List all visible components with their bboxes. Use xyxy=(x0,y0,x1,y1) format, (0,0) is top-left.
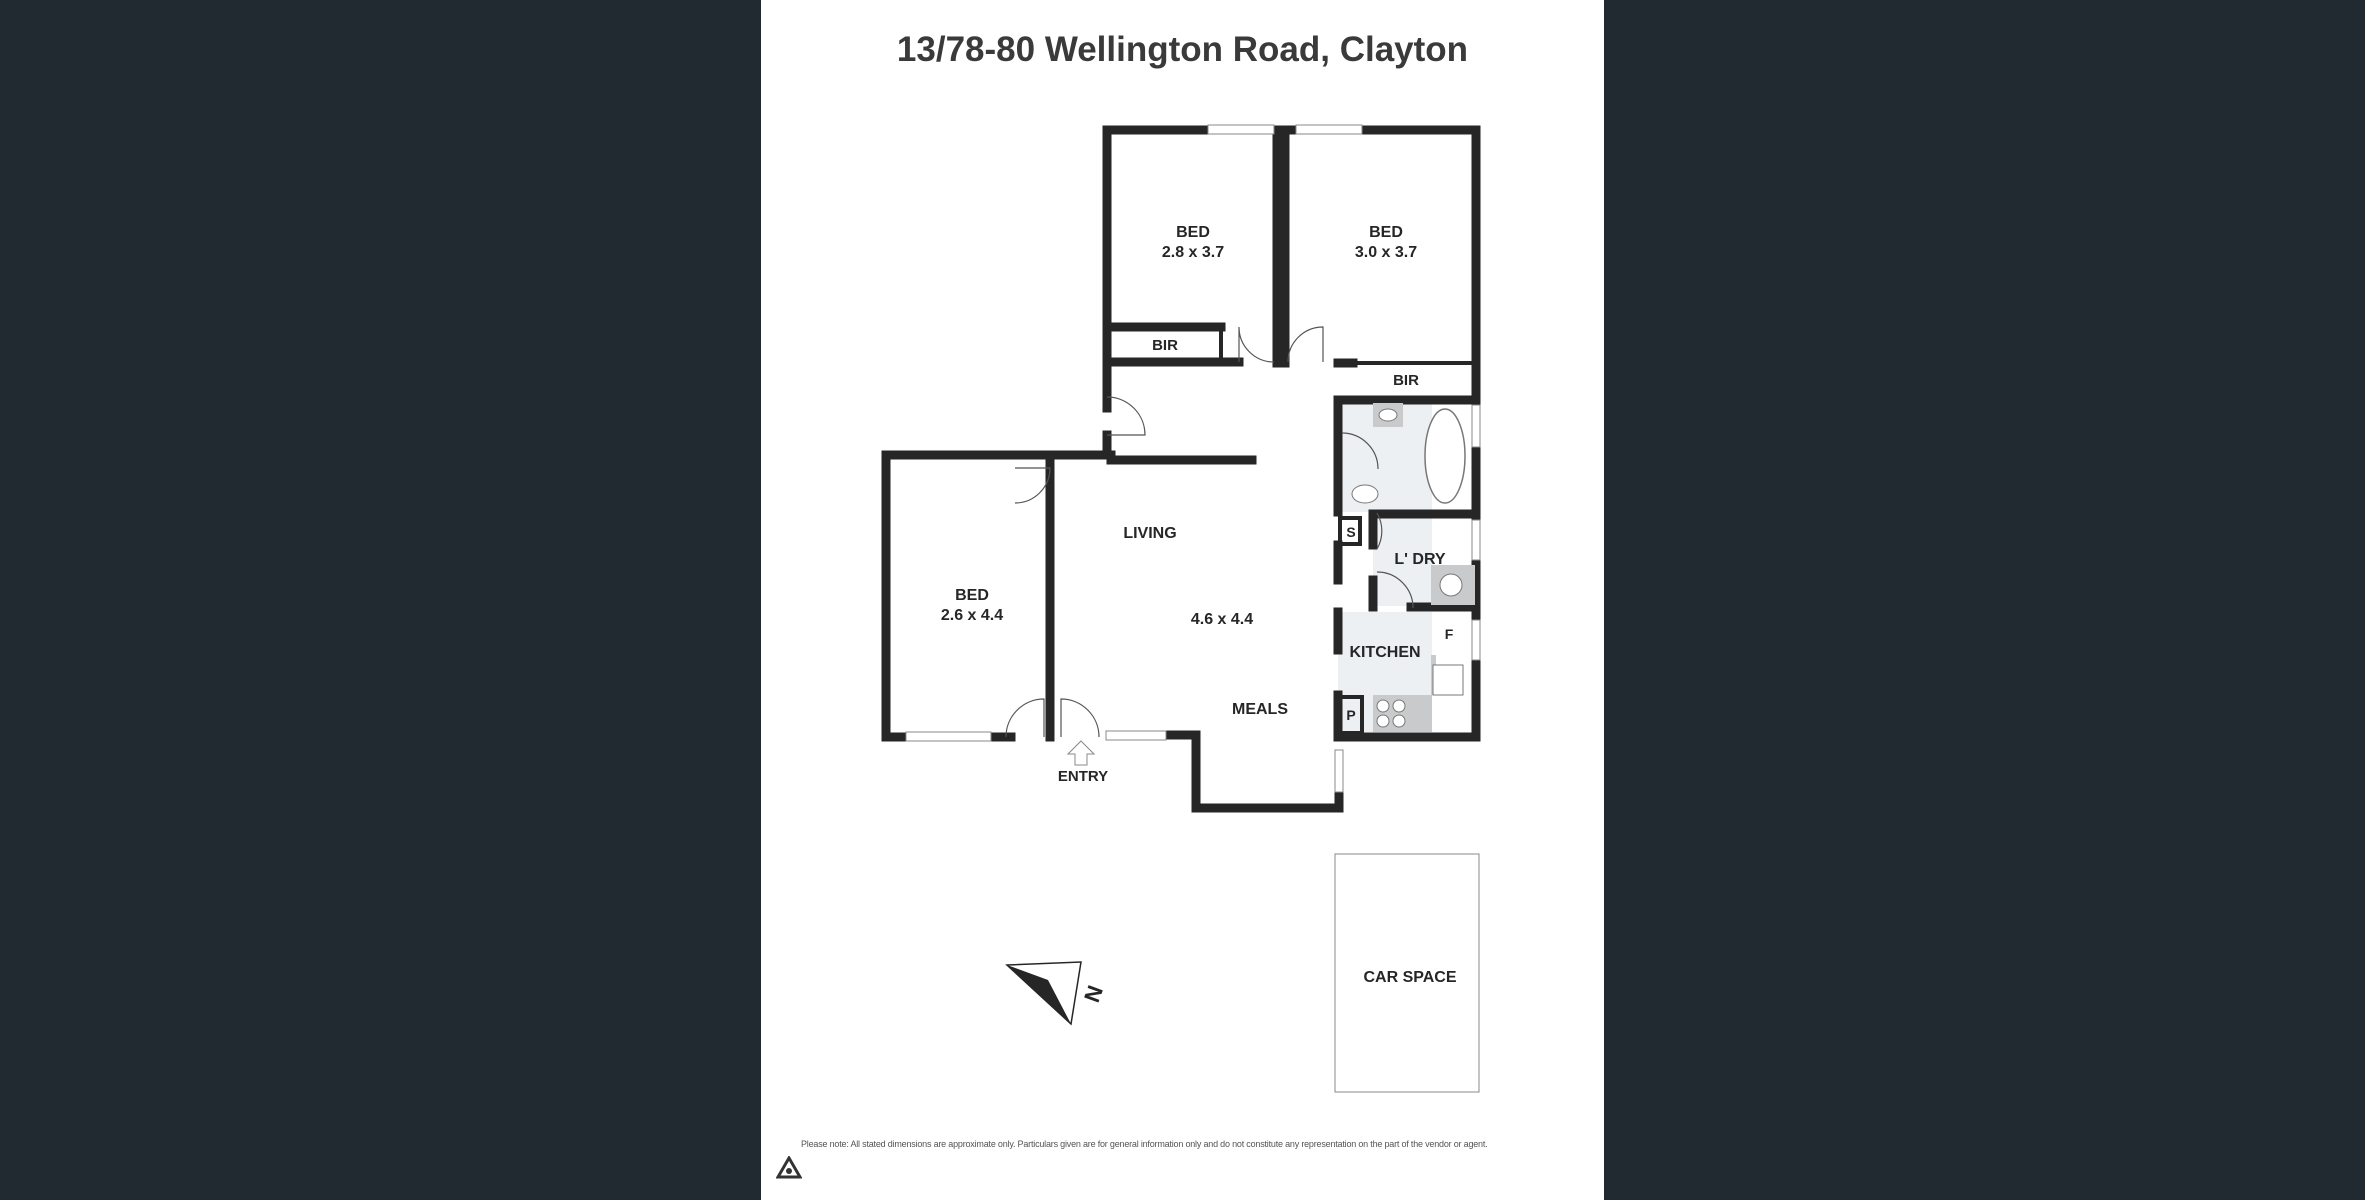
door-bed1 xyxy=(1238,326,1275,363)
room-label-bir2: BIR xyxy=(1393,372,1419,389)
door-bed3 xyxy=(1014,467,1051,504)
disclaimer-text: Please note: All stated dimensions are a… xyxy=(801,1139,1488,1149)
room-label-car-space: CAR SPACE xyxy=(1363,969,1456,986)
window-bed1 xyxy=(1207,124,1275,135)
window-kitchen xyxy=(1471,619,1481,661)
door-hall xyxy=(1106,396,1146,436)
window-bed2 xyxy=(1295,124,1363,135)
toilet xyxy=(1351,484,1379,504)
room-label-meals: MEALS xyxy=(1232,701,1288,718)
compass-north-label: N xyxy=(1079,982,1108,1005)
door-bed2 xyxy=(1287,326,1324,363)
window-laundry xyxy=(1471,519,1481,561)
room-label-bed3: BED xyxy=(955,587,989,604)
sink xyxy=(1432,664,1464,696)
store-cupboard xyxy=(1338,516,1362,546)
bathtub xyxy=(1424,408,1466,504)
entry-arrow-icon xyxy=(1066,740,1096,766)
room-label-bir1: BIR xyxy=(1152,337,1178,354)
room-label-bed2: BED xyxy=(1369,224,1403,241)
room-label-store: S xyxy=(1346,524,1355,540)
laundry-tub xyxy=(1439,573,1463,597)
room-label-laundry: L' DRY xyxy=(1394,551,1446,568)
room-label-living: LIVING xyxy=(1123,525,1176,542)
laundry-floor xyxy=(1373,514,1432,606)
room-label-entry: ENTRY xyxy=(1058,768,1108,785)
door-bath xyxy=(1341,432,1379,470)
room-size-living: 4.6 x 4.4 xyxy=(1191,611,1253,628)
room-label-pantry: P xyxy=(1346,707,1355,723)
car-space-outline xyxy=(1334,853,1480,1093)
pantry-cupboard xyxy=(1338,695,1364,735)
door-entry xyxy=(1005,698,1100,738)
room-size-bed1: 2.8 x 3.7 xyxy=(1162,244,1224,261)
floor-plan-sheet: 13/78-80 Wellington Road, Clayton xyxy=(761,0,1604,1200)
window-entry xyxy=(1105,730,1167,741)
wall-bed3 xyxy=(881,450,1116,742)
window-meals xyxy=(1334,749,1344,793)
window-bath xyxy=(1471,404,1481,448)
brand-logo-icon xyxy=(776,1156,802,1179)
window-bed3 xyxy=(905,731,992,742)
room-label-fridge: F xyxy=(1445,626,1454,642)
wall-bedrooms xyxy=(1102,125,1481,413)
door-laundry xyxy=(1376,512,1383,550)
room-label-bed1: BED xyxy=(1176,224,1210,241)
plan-title: 13/78-80 Wellington Road, Clayton xyxy=(896,30,1469,69)
door-kitchen xyxy=(1376,571,1414,609)
wall-meals xyxy=(1191,730,1344,813)
room-label-kitchen: KITCHEN xyxy=(1349,644,1420,661)
basin xyxy=(1378,408,1398,422)
north-compass-icon xyxy=(1005,961,1082,1026)
cooktop xyxy=(1376,699,1406,728)
room-size-bed2: 3.0 x 3.7 xyxy=(1355,244,1417,261)
room-size-bed3: 2.6 x 4.4 xyxy=(941,607,1003,624)
floor-plan-drawing: BED 2.8 x 3.7 BED 3.0 x 3.7 BIR BIR LIVI… xyxy=(881,124,1481,1093)
